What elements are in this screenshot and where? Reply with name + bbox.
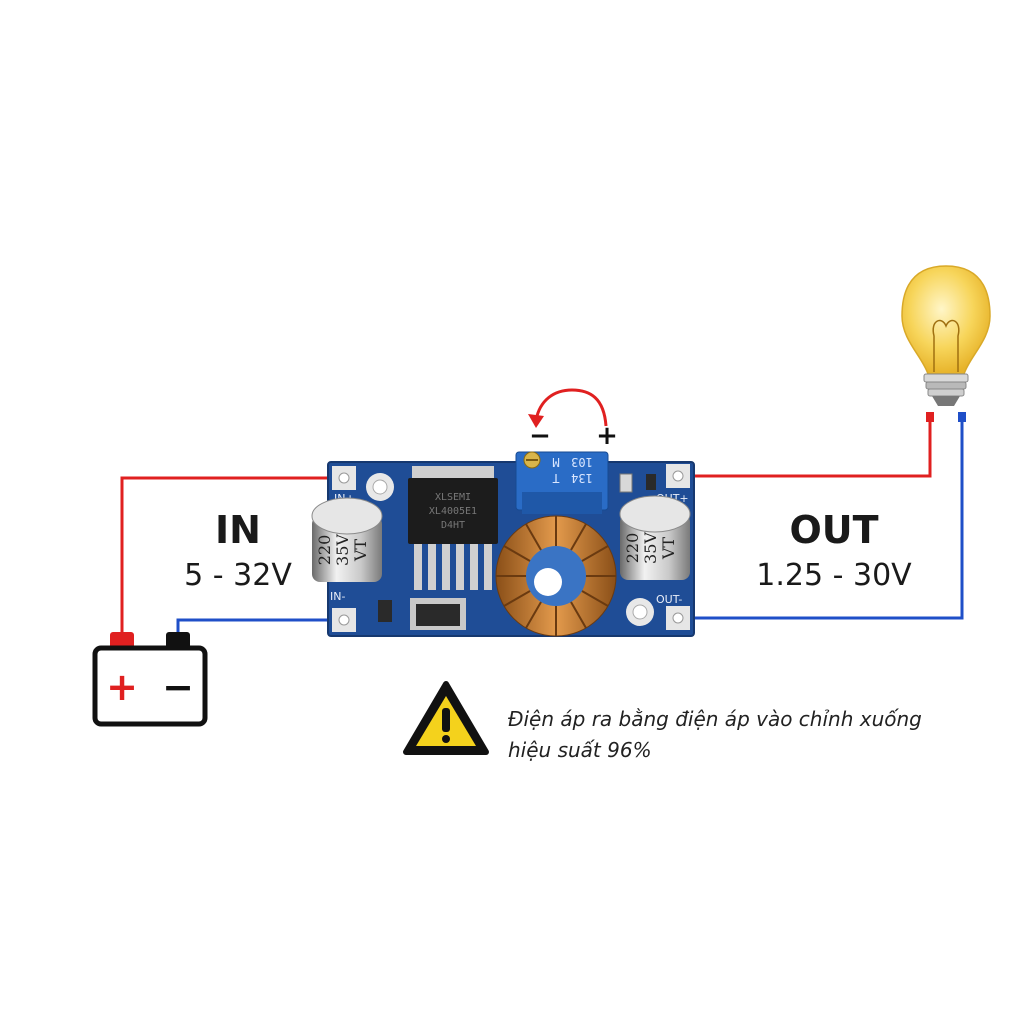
cap-out-text-1: 220 (623, 533, 642, 564)
buck-converter-board: IN+ IN- OUT+ OUT- XLSEMI XL4005E1 D4HT (311, 451, 695, 637)
cap-in-text-3: VT (351, 539, 370, 563)
input-positive-wire (120, 476, 344, 636)
trimpot-text-2: M (552, 455, 559, 469)
chip-text-2: XL4005E1 (429, 506, 477, 517)
toroid-inductor (495, 515, 617, 637)
capacitor-output: 220 35V VT (619, 495, 691, 580)
battery-minus-sign: − (162, 665, 194, 709)
trimpot-text-1: 103 (571, 455, 593, 469)
light-bulb-icon (901, 265, 991, 422)
chip-text-3: D4HT (441, 520, 465, 531)
warning-note-line-2: hiệu suất 96% (508, 738, 652, 762)
schottky-diode (410, 598, 466, 630)
pcb-label-out-minus: OUT- (656, 593, 682, 606)
cap-out-text-2: 35V (641, 532, 660, 564)
regulator-chip: XLSEMI XL4005E1 D4HT (408, 466, 498, 590)
output-negative-wire (684, 418, 964, 620)
trimpot-text-4: T (552, 471, 559, 485)
input-negative-wire (176, 618, 344, 636)
cap-in-text-1: 220 (315, 535, 334, 566)
chip-text-1: XLSEMI (435, 492, 471, 503)
wires (120, 418, 964, 636)
pot-minus-label: − (529, 421, 551, 451)
trimpot-text-3: 134 (571, 471, 593, 485)
battery-plus-sign: + (106, 665, 138, 709)
warning-note: Điện áp ra bằng điện áp vào chỉnh xuống … (508, 704, 948, 766)
input-voltage-range: 5 - 32V (184, 558, 292, 593)
pcb-label-in-minus: IN- (330, 590, 345, 603)
output-voltage-range: 1.25 - 30V (756, 558, 912, 593)
output-title: OUT (789, 508, 879, 552)
output-positive-wire (684, 418, 932, 478)
cap-out-text-3: VT (659, 537, 678, 561)
adjust-direction-arrow-icon (528, 388, 608, 428)
pot-plus-label: + (596, 421, 618, 451)
warning-icon (403, 681, 489, 755)
cap-in-text-2: 35V (333, 534, 352, 566)
battery: + − (92, 632, 208, 727)
battery-body (92, 645, 208, 727)
trimmer-potentiometer: 103 M 134 T (515, 451, 609, 514)
warning-note-line-1: Điện áp ra bằng điện áp vào chỉnh xuống (508, 707, 922, 731)
input-title: IN (215, 508, 261, 552)
capacitor-input: 220 35V VT (311, 497, 383, 582)
